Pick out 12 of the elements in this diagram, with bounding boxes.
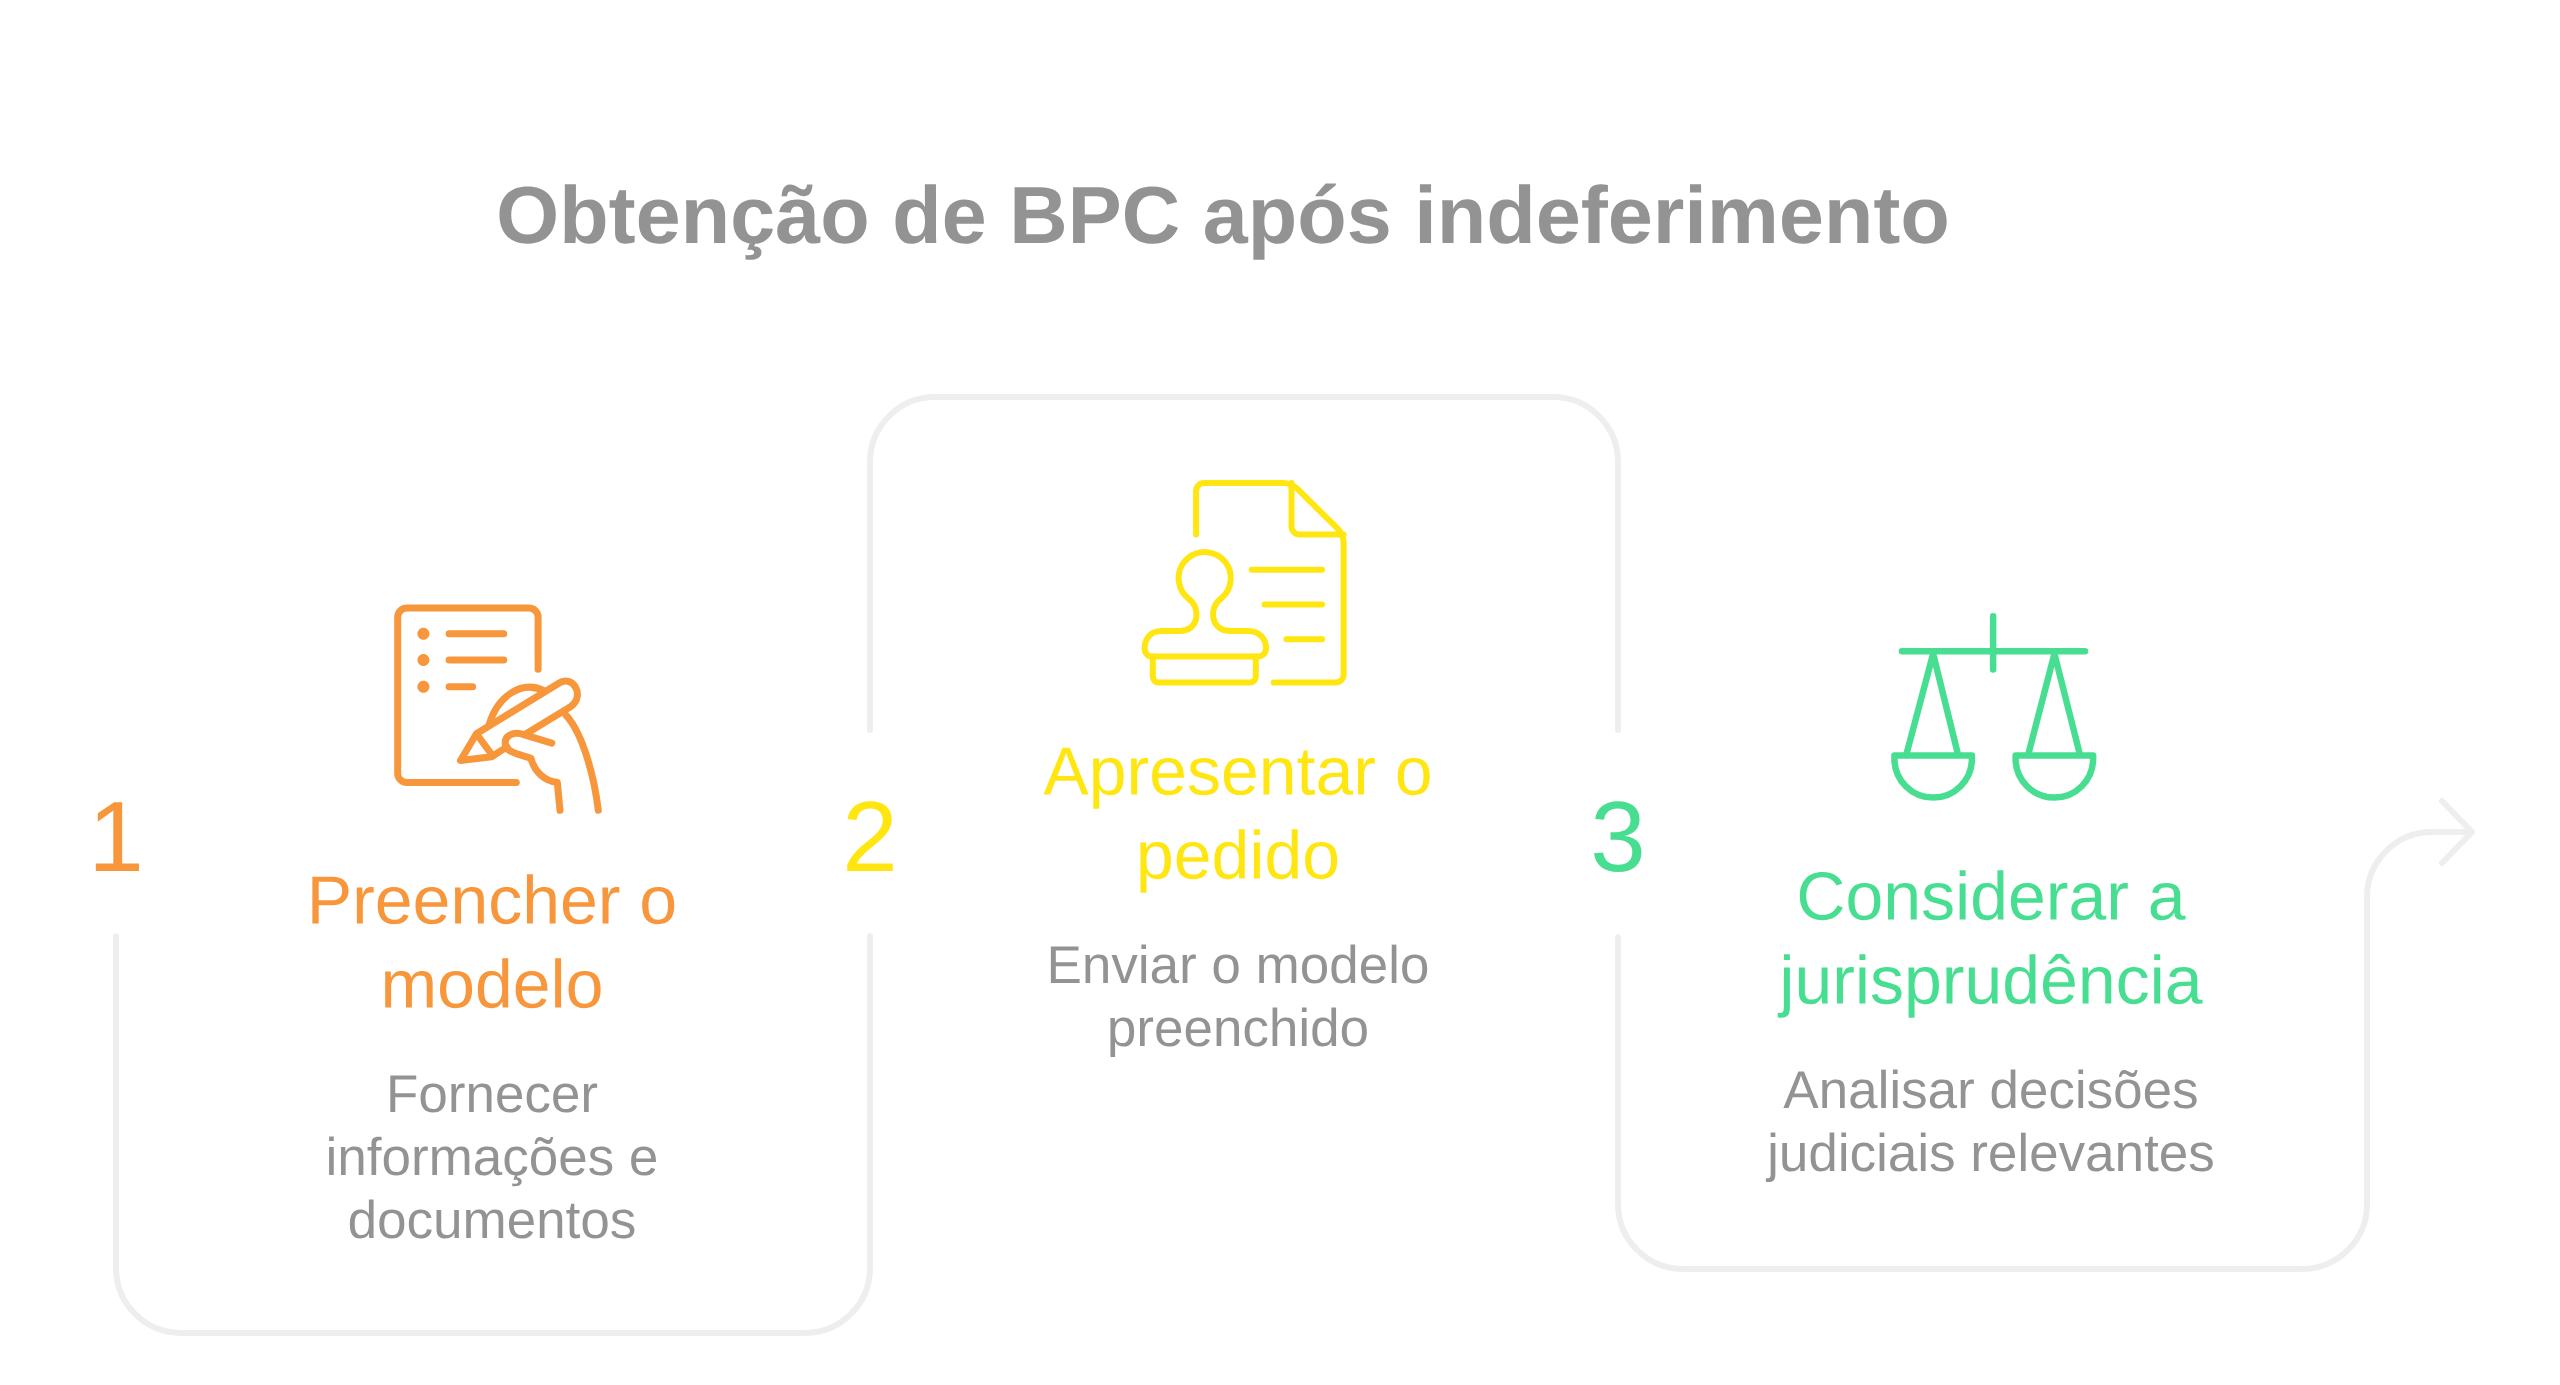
arrow: [1615, 798, 2476, 1272]
diagram-title: Obtenção de BPC após indeferimento: [499, 183, 1947, 260]
step-number: 2: [847, 801, 893, 871]
step-title: Preencher o modelo: [312, 874, 675, 1009]
step-number: 3: [1594, 801, 1642, 872]
step-number: 1: [95, 802, 139, 871]
connector-line: [867, 394, 1621, 733]
step-title: Apresentar o pedido: [1043, 747, 1430, 893]
step-description: Analisar decisões judiciais relevantes: [1765, 1069, 2213, 1182]
step-title: Considerar a jurisprudência: [1777, 870, 2203, 1018]
step-description: Fornecer informações e documentos: [329, 1075, 656, 1239]
step-description: Enviar o modelo preenchido: [1050, 944, 1428, 1057]
